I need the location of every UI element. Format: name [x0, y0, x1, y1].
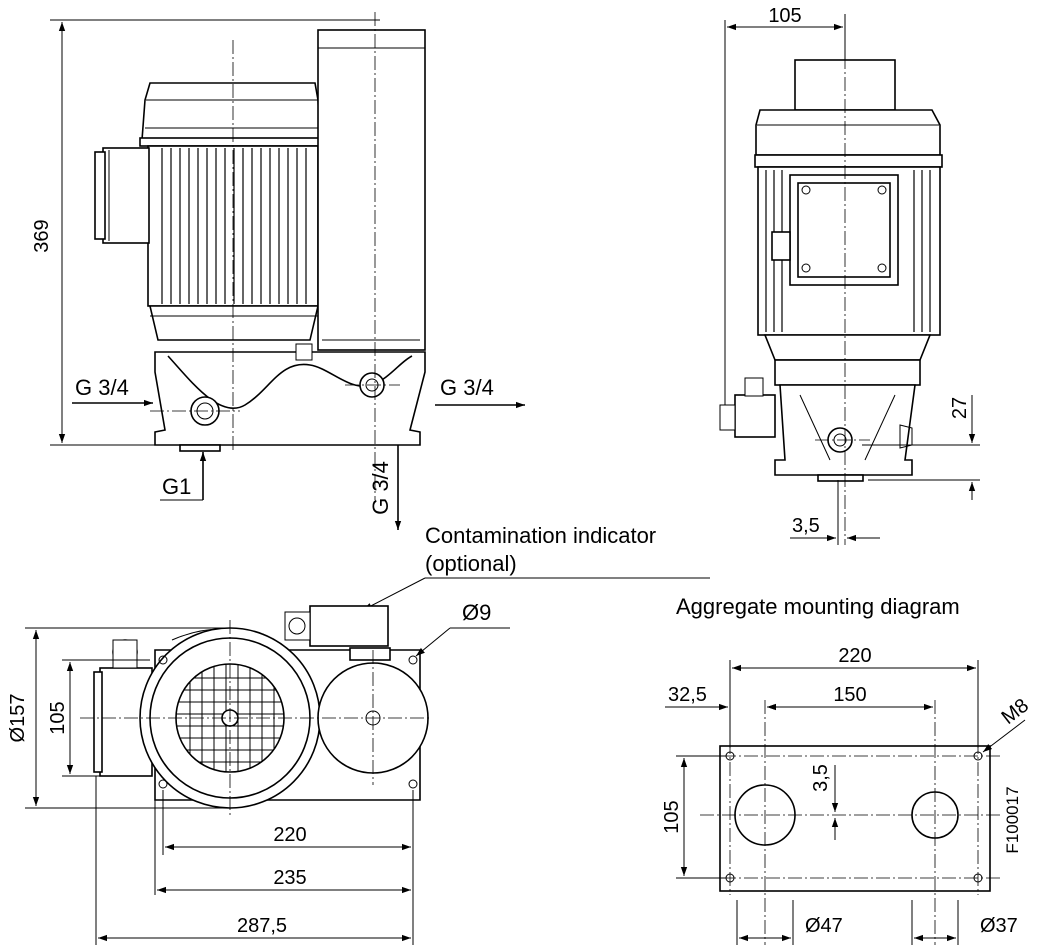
m-150-label: 150 [833, 684, 866, 706]
m-m8-label: M8 [998, 694, 1033, 728]
front-view: 369 [31, 12, 525, 530]
m-dia37-label: Ø37 [980, 915, 1018, 937]
g34-bottom-label: G 3/4 [368, 461, 393, 515]
m-105-label: 105 [661, 800, 683, 833]
m-32-5-label: 32,5 [668, 684, 707, 706]
side-fins [765, 170, 931, 332]
dim-3-5-side-label: 3,5 [792, 515, 820, 537]
height-369-label: 369 [31, 219, 53, 252]
dim-105-plan-label: 105 [47, 701, 69, 734]
mounting-title: Aggregate mounting diagram [676, 594, 960, 619]
g34-right-label: G 3/4 [440, 375, 494, 400]
dim-287-5-label: 287,5 [237, 915, 287, 937]
m-3-5-label: 3,5 [810, 764, 832, 792]
dim-105-top-label: 105 [768, 5, 801, 27]
fan-grille [176, 664, 284, 772]
m-220-label: 220 [838, 645, 871, 667]
g34-left-label: G 3/4 [75, 375, 129, 400]
dia-157-label: Ø157 [7, 694, 29, 743]
drawing-number: F100017 [1003, 786, 1022, 853]
dia-9-label: Ø9 [462, 600, 491, 625]
g1-label: G1 [162, 474, 191, 499]
motor-fins [161, 148, 307, 304]
dim-235-label: 235 [273, 867, 306, 889]
dim-220-plan-label: 220 [273, 824, 306, 846]
mounting-diagram: Aggregate mounting diagram 220 32,5 150 … [661, 594, 1033, 945]
side-view: 105 [719, 5, 980, 545]
dim-27-label: 27 [949, 397, 971, 419]
m-dia47-label: Ø47 [805, 915, 843, 937]
contamination-line2: (optional) [425, 551, 517, 576]
contamination-line1: Contamination indicator [425, 523, 656, 548]
plan-view: Ø9 Ø157 105 220 235 287,5 [7, 600, 510, 945]
